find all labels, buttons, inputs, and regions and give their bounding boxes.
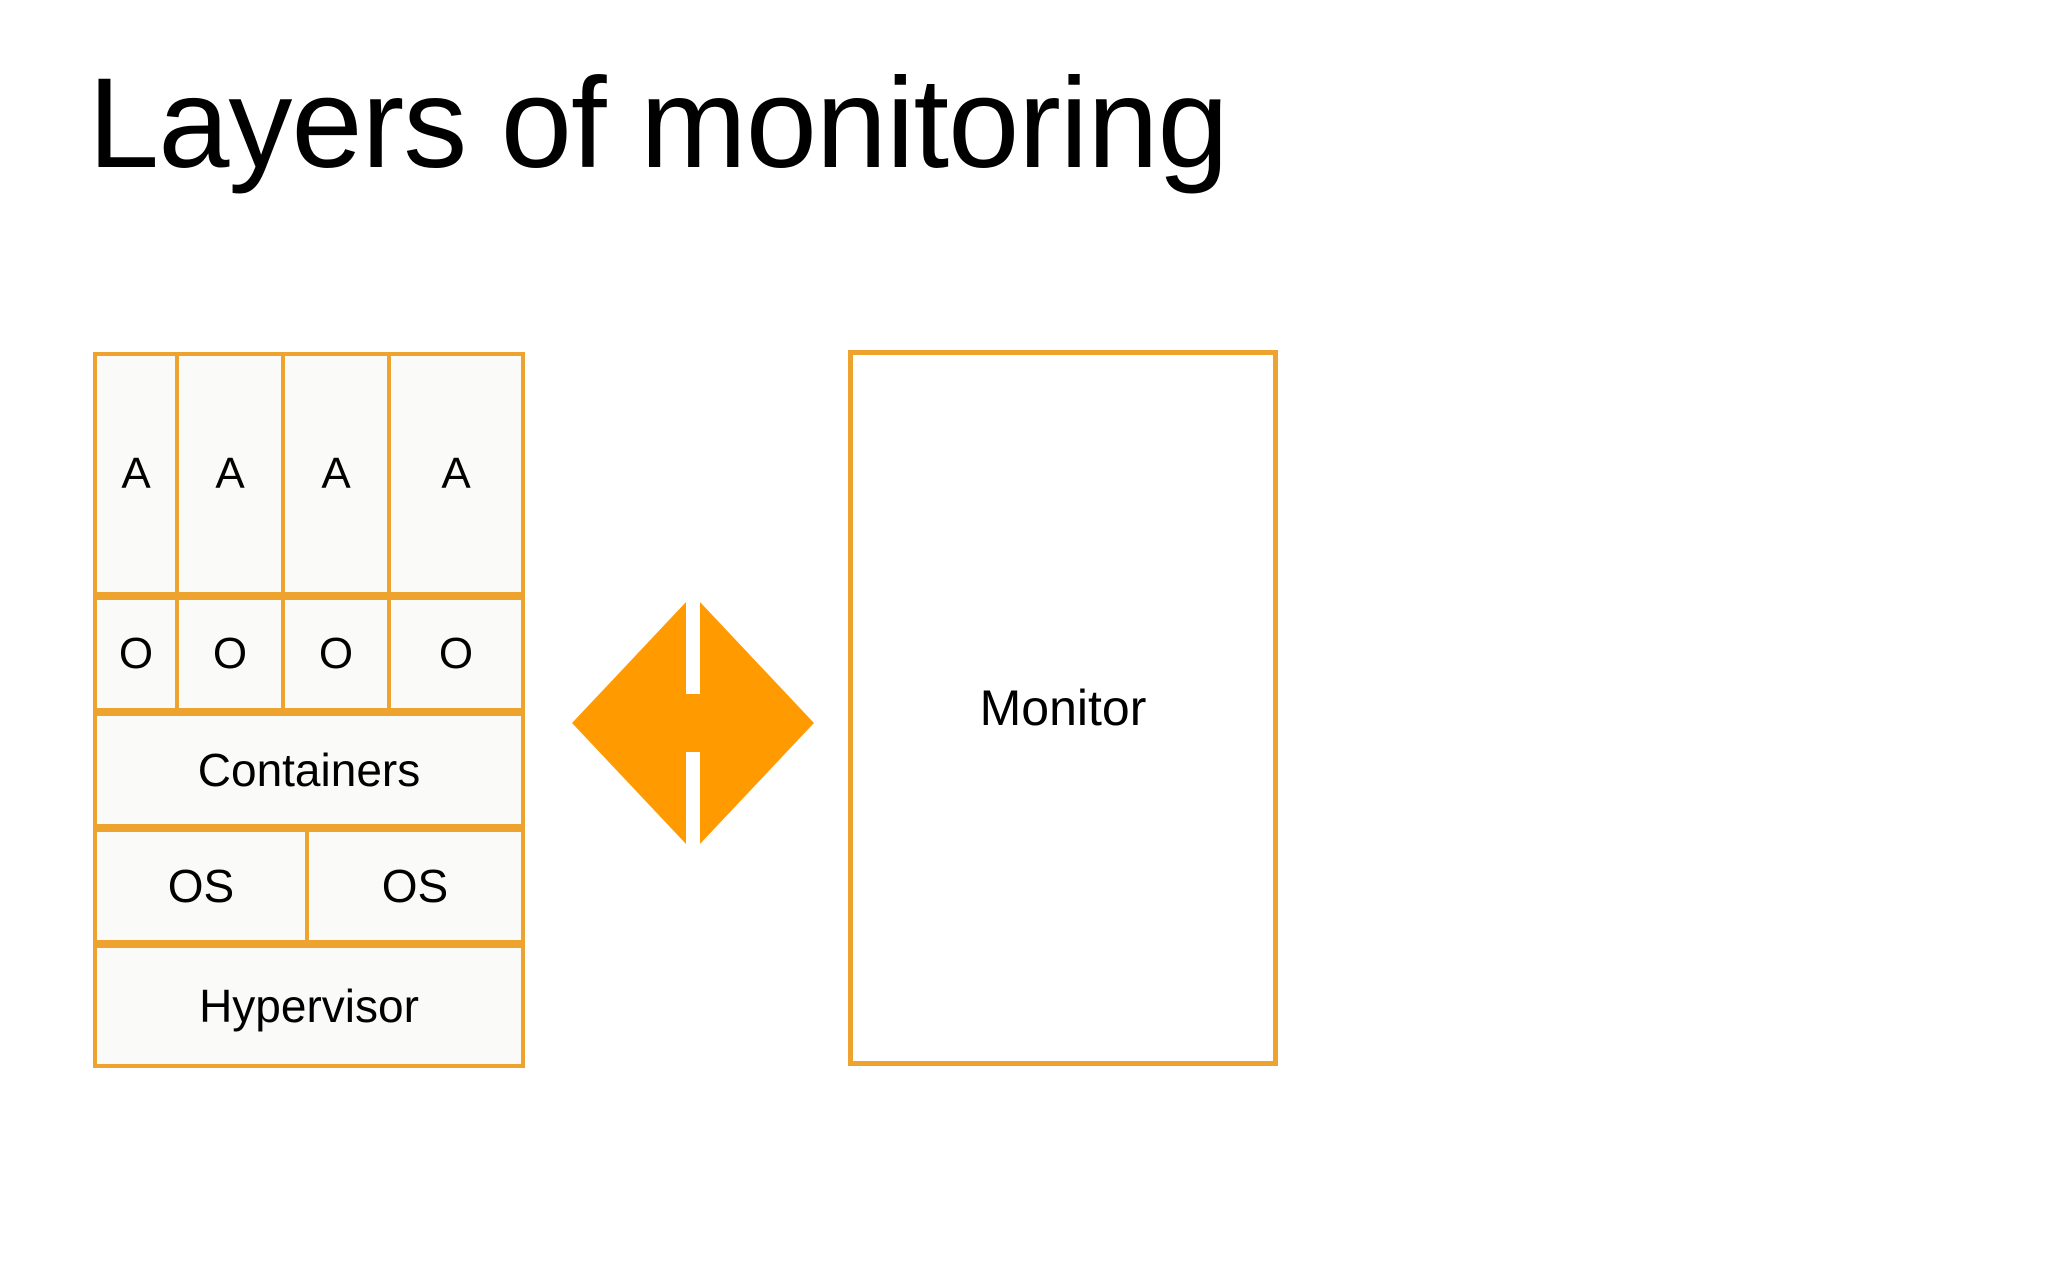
stack-cell-guest-os[interactable]: O xyxy=(281,596,391,712)
stack-row-guest-os: O O O O xyxy=(93,596,525,712)
stack-row-hypervisor: Hypervisor xyxy=(93,944,525,1068)
stack-cell-os[interactable]: OS xyxy=(93,828,309,944)
stack-cell-application[interactable]: A xyxy=(175,352,285,596)
stack-row-os: OS OS xyxy=(93,828,525,944)
monitor-label: Monitor xyxy=(979,680,1147,736)
stack-cell-containers[interactable]: Containers xyxy=(93,712,525,828)
monitor-box[interactable]: Monitor xyxy=(848,350,1278,1066)
stack-cell-application[interactable]: A xyxy=(387,352,525,596)
stack-cell-application[interactable]: A xyxy=(93,352,179,596)
stack-cell-guest-os[interactable]: O xyxy=(175,596,285,712)
stack-cell-guest-os[interactable]: O xyxy=(93,596,179,712)
layer-stack: A A A A O O O O Containers OS OS Hypervi… xyxy=(93,352,525,1068)
page-title: Layers of monitoring xyxy=(88,52,1229,195)
stack-cell-hypervisor[interactable]: Hypervisor xyxy=(93,944,525,1068)
stack-row-applications: A A A A xyxy=(93,352,525,596)
stack-cell-application[interactable]: A xyxy=(281,352,391,596)
stack-cell-guest-os[interactable]: O xyxy=(387,596,525,712)
stack-row-containers: Containers xyxy=(93,712,525,828)
stack-cell-os[interactable]: OS xyxy=(305,828,525,944)
double-arrow-horizontal-icon xyxy=(568,598,818,848)
